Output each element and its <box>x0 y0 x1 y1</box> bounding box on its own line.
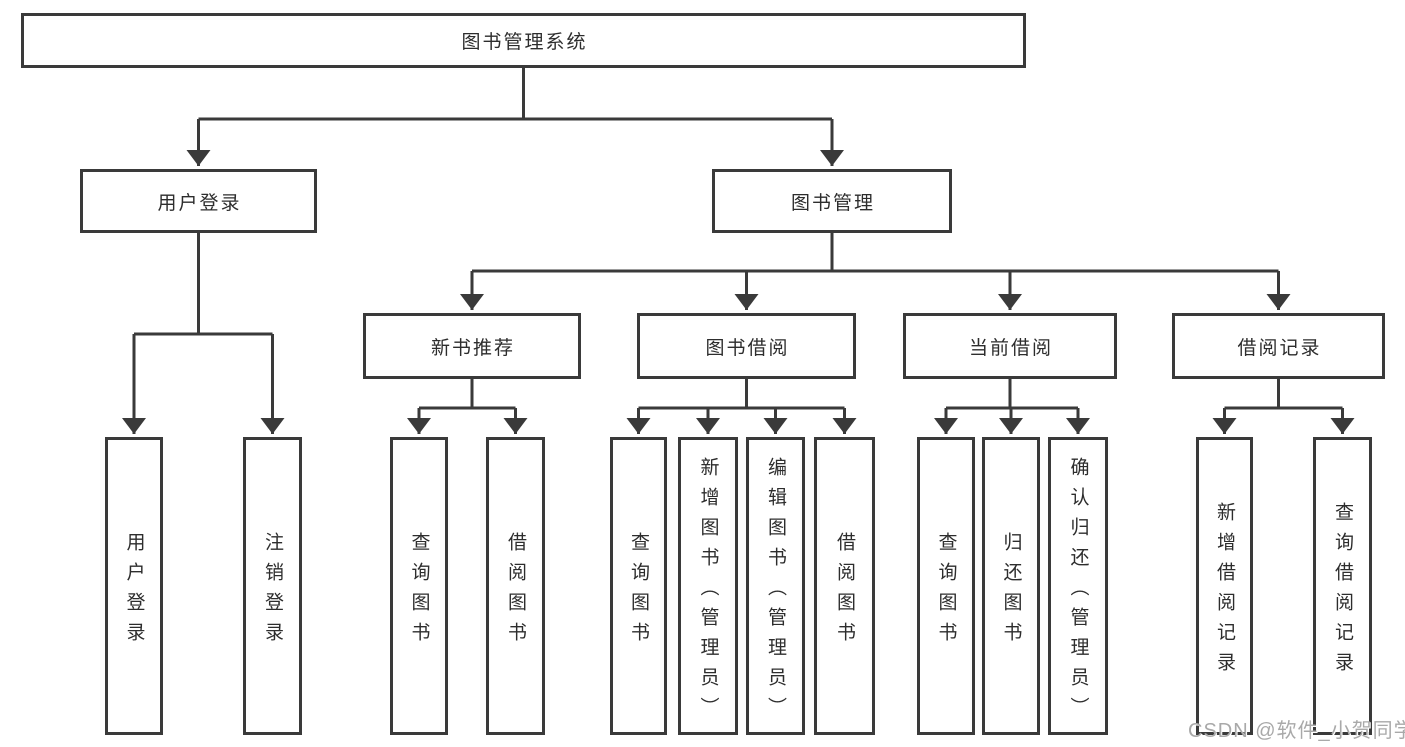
connector-current-borrow-children <box>934 379 1090 434</box>
node-leaf-query-borrow-record-label: 查询借阅记录 <box>1332 501 1353 682</box>
node-current-borrow-label: 当前借阅 <box>968 337 1053 359</box>
node-root: 图书管理系统 <box>21 13 1026 68</box>
node-leaf-query-books-current-label: 查询图书 <box>935 531 957 652</box>
node-leaf-user-login: 用户登录 <box>105 437 163 735</box>
connector-root-to-level2 <box>186 68 844 166</box>
node-user-login: 用户登录 <box>80 169 317 233</box>
connector-borrow-records-children <box>1212 379 1355 434</box>
node-leaf-query-books-recommend: 查询图书 <box>390 437 448 735</box>
connector-book-borrow-children <box>626 379 857 434</box>
node-leaf-confirm-return-admin-label: 确认归还（管理员） <box>1067 456 1089 727</box>
node-leaf-edit-book-admin-label: 编辑图书（管理员） <box>765 456 786 727</box>
node-leaf-query-books-borrow: 查询图书 <box>610 437 667 735</box>
node-leaf-add-borrow-record-label: 新增借阅记录 <box>1214 501 1235 682</box>
node-leaf-borrow-books: 借阅图书 <box>814 437 875 735</box>
node-borrow-records: 借阅记录 <box>1172 313 1385 379</box>
node-borrow-records-label: 借阅记录 <box>1237 337 1322 359</box>
node-leaf-query-books-recommend-label: 查询图书 <box>408 531 430 652</box>
node-leaf-query-borrow-record: 查询借阅记录 <box>1313 437 1372 735</box>
node-leaf-return-book-label: 归还图书 <box>1000 531 1022 652</box>
node-leaf-return-book: 归还图书 <box>982 437 1040 735</box>
node-leaf-logout-label: 注销登录 <box>262 531 283 652</box>
node-book-management: 图书管理 <box>712 169 952 233</box>
node-leaf-add-borrow-record: 新增借阅记录 <box>1196 437 1253 735</box>
connector-book-management-children <box>460 233 1291 310</box>
node-leaf-user-login-label: 用户登录 <box>123 531 145 652</box>
node-leaf-query-books-current: 查询图书 <box>917 437 975 735</box>
node-current-borrow: 当前借阅 <box>903 313 1117 379</box>
node-new-book-recommend: 新书推荐 <box>363 313 581 379</box>
node-root-label: 图书管理系统 <box>461 32 588 53</box>
connector-user-login-children <box>122 233 285 434</box>
node-leaf-query-books-borrow-label: 查询图书 <box>628 531 649 652</box>
node-leaf-borrow-books-recommend-label: 借阅图书 <box>505 531 526 652</box>
node-leaf-edit-book-admin: 编辑图书（管理员） <box>746 437 805 735</box>
node-leaf-add-book-admin: 新增图书（管理员） <box>678 437 738 735</box>
node-new-book-recommend-label: 新书推荐 <box>430 337 515 359</box>
node-leaf-confirm-return-admin: 确认归还（管理员） <box>1048 437 1108 735</box>
node-leaf-logout: 注销登录 <box>243 437 302 735</box>
node-user-login-label: 用户登录 <box>157 192 242 214</box>
connector-new-book-children <box>407 379 528 434</box>
watermark: CSDN @软件_小贺同学 <box>1188 720 1405 742</box>
node-leaf-add-book-admin-label: 新增图书（管理员） <box>697 456 719 727</box>
node-book-management-label: 图书管理 <box>790 192 875 214</box>
node-book-borrow-label: 图书借阅 <box>705 337 790 359</box>
node-leaf-borrow-books-label: 借阅图书 <box>834 531 855 652</box>
node-book-borrow: 图书借阅 <box>637 313 856 379</box>
node-leaf-borrow-books-recommend: 借阅图书 <box>486 437 545 735</box>
